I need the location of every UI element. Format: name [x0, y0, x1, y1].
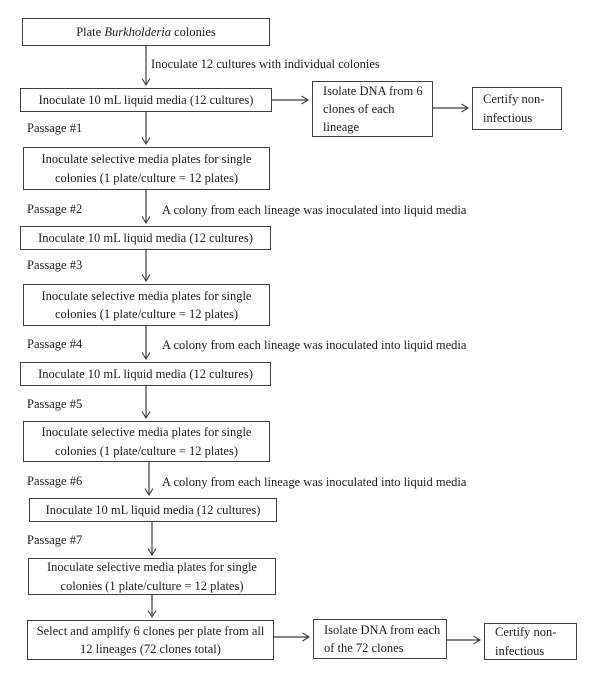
plate-colonies-species: Burkholderia: [104, 24, 171, 39]
box-certify-noninfectious-2: Certify non- infectious: [484, 623, 577, 660]
label-passage-4: Passage #4: [27, 337, 83, 351]
box-selective-media-2: Inoculate selective media plates for sin…: [23, 284, 270, 326]
annotation-colony-inoculated-1: A colony from each lineage was inoculate…: [162, 203, 467, 217]
plate-colonies-prefix: Plate: [76, 24, 105, 39]
box-select-amplify: Select and amplify 6 clones per plate fr…: [27, 620, 274, 660]
annotation-colony-inoculated-3: A colony from each lineage was inoculate…: [162, 475, 467, 489]
box-plate-colonies: Plate Burkholderia colonies: [22, 18, 270, 46]
box-selective-media-3: Inoculate selective media plates for sin…: [23, 421, 270, 462]
box-liquid-media-2: Inoculate 10 mL liquid media (12 culture…: [20, 226, 271, 250]
annotation-inoculate-cultures: Inoculate 12 cultures with individual co…: [151, 57, 380, 71]
label-passage-6: Passage #6: [27, 474, 83, 488]
label-passage-5: Passage #5: [27, 397, 83, 411]
box-liquid-media-3: Inoculate 10 mL liquid media (12 culture…: [20, 362, 271, 386]
plate-colonies-suffix: colonies: [171, 24, 216, 39]
box-selective-media-1: Inoculate selective media plates for sin…: [23, 147, 270, 190]
box-isolate-dna-72: Isolate DNA from each of the 72 clones: [313, 619, 447, 659]
annotation-colony-inoculated-2: A colony from each lineage was inoculate…: [162, 338, 467, 352]
box-liquid-media-4: Inoculate 10 mL liquid media (12 culture…: [29, 498, 277, 522]
box-isolate-dna-lineage: Isolate DNA from 6 clones of each lineag…: [312, 81, 433, 137]
label-passage-2: Passage #2: [27, 202, 83, 216]
box-liquid-media-1: Inoculate 10 mL liquid media (12 culture…: [20, 88, 272, 112]
box-selective-media-4: Inoculate selective media plates for sin…: [28, 558, 276, 595]
label-passage-1: Passage #1: [27, 121, 83, 135]
label-passage-3: Passage #3: [27, 258, 83, 272]
box-certify-noninfectious-1: Certify non- infectious: [472, 87, 562, 130]
label-passage-7: Passage #7: [27, 533, 83, 547]
